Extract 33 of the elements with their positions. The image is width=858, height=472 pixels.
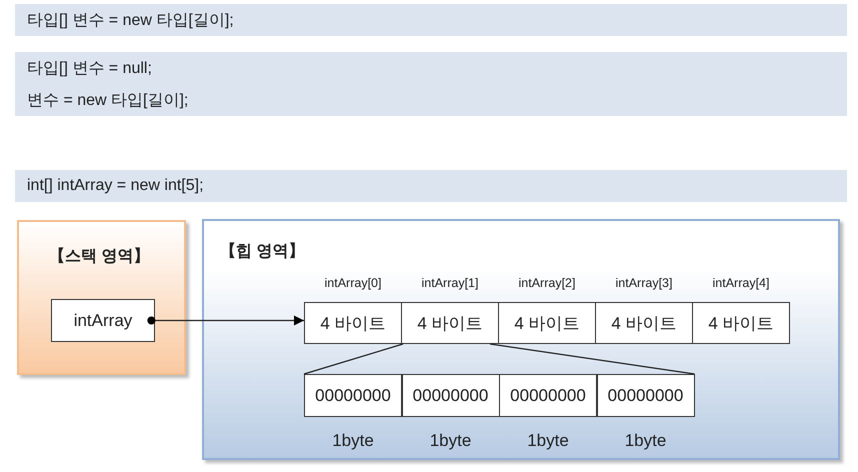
code-line: 타입[] 변수 = null; — [27, 58, 153, 78]
cell-text: 00000000 — [608, 386, 684, 406]
size-label: 1byte — [624, 431, 666, 450]
code-line: 변수 = new 타입[길이]; — [27, 90, 190, 110]
size-label: 1byte — [527, 431, 569, 450]
memory-cell — [51, 299, 155, 342]
size-label: 1byte — [430, 431, 472, 450]
expansion-line — [304, 343, 404, 375]
cell-text: 00000000 — [315, 386, 391, 406]
index-label: intArray[3] — [616, 276, 672, 290]
code-band — [15, 4, 847, 36]
cell-text: 00000000 — [510, 386, 586, 406]
expansion-line — [490, 343, 695, 375]
cell-text: 4 바이트 — [417, 312, 483, 334]
heap-area-panel — [202, 219, 840, 460]
index-label: intArray[0] — [324, 276, 382, 290]
index-label: intArray[2] — [518, 276, 576, 290]
cell-text: 4 바이트 — [514, 312, 580, 334]
reference-arrow — [147, 316, 304, 326]
cell-text: 4 바이트 — [320, 312, 386, 334]
code-line: int[] intArray = new int[5]; — [27, 177, 205, 195]
index-label: intArray[4] — [712, 276, 770, 290]
code-line: 타입[] 변수 = new 타입[길이]; — [27, 10, 235, 30]
cell-text: 00000000 — [412, 386, 488, 406]
code-band — [15, 52, 847, 116]
size-label: 1byte — [332, 431, 374, 450]
cell-text: 4 바이트 — [611, 312, 677, 334]
code-band — [15, 170, 847, 202]
index-label: intArray[1] — [422, 276, 478, 290]
cell-text: intArray — [74, 310, 132, 330]
cell-text: 4 바이트 — [708, 312, 774, 334]
stack-area-panel — [17, 220, 186, 375]
area-heading: 【스택 영역】 — [49, 246, 150, 267]
